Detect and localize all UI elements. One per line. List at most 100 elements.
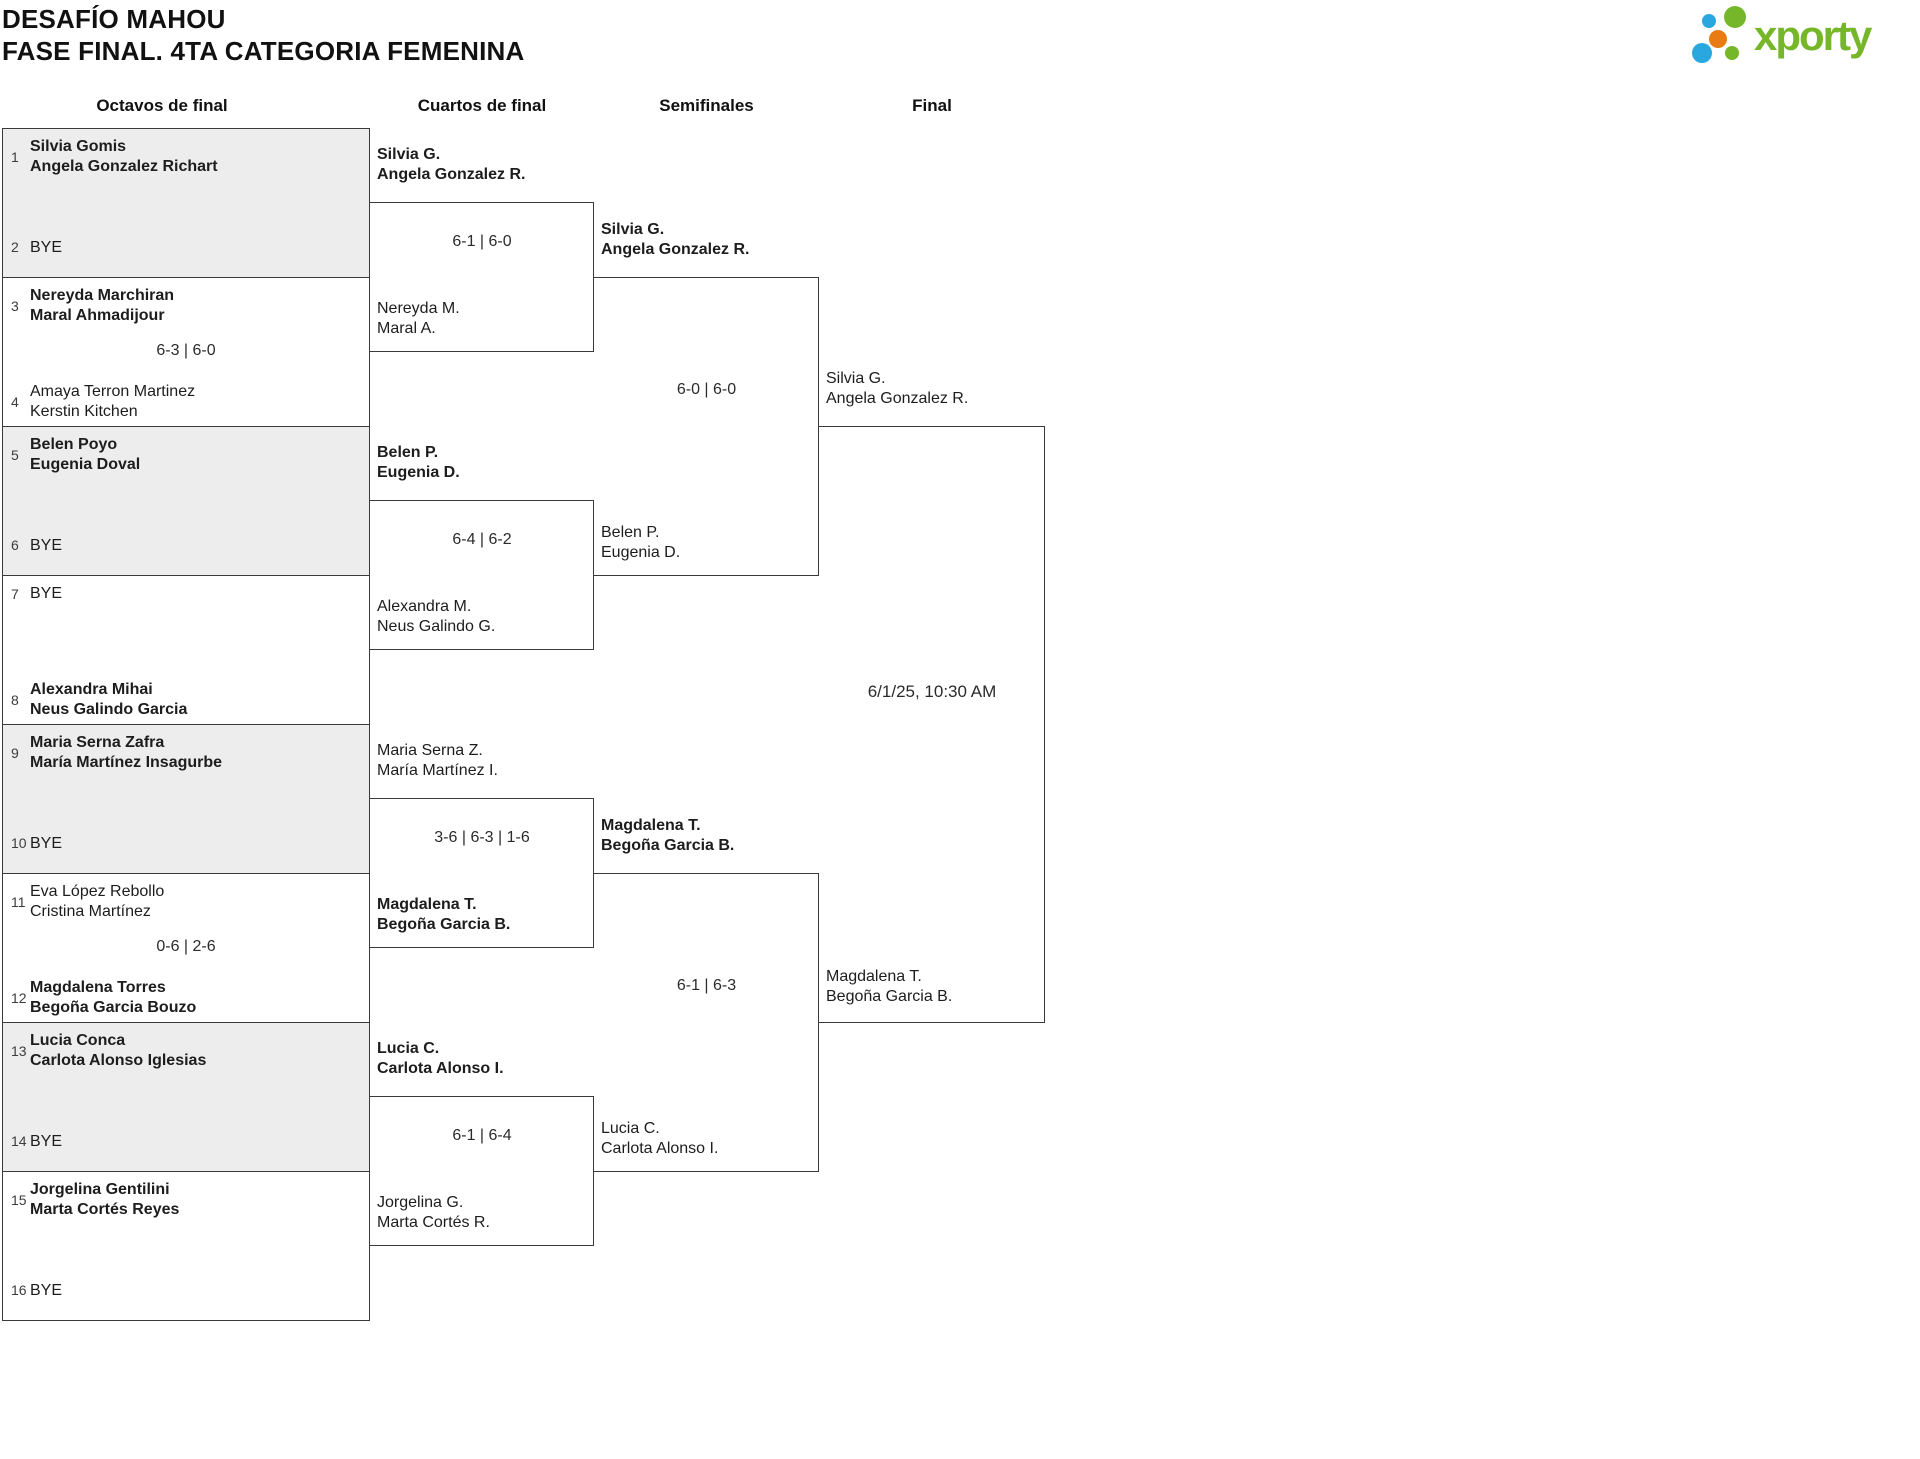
player-name: Amaya Terron Martinez [30, 383, 196, 400]
player-name: Cristina Martínez [30, 902, 151, 920]
team-names: Nereyda Marchiran Maral Ahmadijour [30, 286, 174, 325]
team-entry: 6 BYE [3, 536, 369, 556]
advancing-team: Lucia C. Carlota Alonso I. [601, 1119, 718, 1159]
player-name: Marta Cortés Reyes [30, 1200, 180, 1218]
match-score: 3-6 | 6-3 | 1-6 [434, 829, 530, 846]
team-names: Lucia Conca Carlota Alonso Iglesias [30, 1031, 206, 1070]
team-names: BYE [30, 536, 62, 556]
team-entry: 8 Alexandra Mihai Neus Galindo Garcia [3, 680, 369, 719]
player-name: Nereyda Marchiran [30, 287, 175, 304]
seed-number: 8 [11, 691, 19, 708]
team-entry: 13 Lucia Conca Carlota Alonso Iglesias [3, 1031, 369, 1070]
bye-label: BYE [30, 238, 63, 256]
cuartos-match-1-connector [370, 202, 594, 352]
phase-category: FASE FINAL. 4TA CATEGORIA FEMENINA [2, 36, 525, 66]
player-name: Jorgelina Gentilini [30, 1181, 170, 1198]
player-name: Magdalena Torres [30, 979, 166, 996]
advancing-team: Jorgelina G. Marta Cortés R. [377, 1193, 490, 1233]
seed-number: 10 [11, 835, 27, 852]
bye-label: BYE [30, 1132, 63, 1150]
team-names: Amaya Terron Martinez Kerstin Kitchen [30, 382, 195, 421]
player-name: Maria Serna Z. [377, 742, 483, 759]
player-name: Begoña Garcia Bouzo [30, 998, 197, 1016]
team-entry: 2 BYE [3, 238, 369, 258]
advancing-team: Lucia C. Carlota Alonso I. [377, 1039, 504, 1079]
team-entry: 11 Eva López Rebollo Cristina Martínez [3, 882, 369, 921]
seed-number: 12 [11, 989, 27, 1006]
player-name: Maral A. [377, 320, 436, 337]
advancing-team: Alexandra M. Neus Galindo G. [377, 597, 495, 637]
match-score: 6-1 | 6-0 [452, 233, 512, 250]
octavos-match-1: 1 Silvia Gomis Angela Gonzalez Richart 2… [2, 128, 370, 278]
finalist-team: Magdalena T. Begoña Garcia B. [826, 967, 952, 1007]
octavos-match-3: 5 Belen Poyo Eugenia Doval 6 BYE [2, 426, 370, 576]
seed-number: 14 [11, 1133, 27, 1150]
team-names: BYE [30, 1281, 62, 1301]
round-header-semifinales: Semifinales [659, 96, 754, 115]
player-name: Lucia C. [601, 1120, 660, 1137]
round-header-final: Final [912, 96, 952, 115]
advancing-team: Magdalena T. Begoña Garcia B. [601, 816, 734, 856]
octavos-match-6: 11 Eva López Rebollo Cristina Martínez 0… [2, 873, 370, 1023]
player-name: Magdalena T. [826, 968, 922, 985]
bye-label: BYE [30, 834, 63, 852]
player-name: Begoña Garcia B. [377, 916, 511, 933]
player-name: Kerstin Kitchen [30, 402, 138, 420]
player-name: Magdalena T. [601, 817, 701, 834]
bye-label: BYE [30, 585, 63, 602]
team-entry: 14 BYE [3, 1132, 369, 1152]
player-name: Silvia Gomis [30, 138, 127, 155]
seed-number: 6 [11, 537, 19, 554]
seed-number: 16 [11, 1282, 27, 1299]
cuartos-match-2-connector [370, 500, 594, 650]
player-name: Alexandra M. [377, 598, 472, 615]
team-entry: 3 Nereyda Marchiran Maral Ahmadijour [3, 286, 369, 325]
match-score: 0-6 | 2-6 [156, 938, 216, 955]
seed-number: 4 [11, 393, 19, 410]
player-name: Carlota Alonso I. [377, 1060, 504, 1077]
match-score: 6-1 | 6-3 [676, 977, 737, 994]
octavos-match-4: 7 BYE 8 Alexandra Mihai Neus Galindo Gar… [2, 575, 370, 725]
finalist-team: Silvia G. Angela Gonzalez R. [826, 369, 968, 409]
player-name: Magdalena T. [377, 896, 477, 913]
player-name: Lucia Conca [30, 1032, 126, 1049]
seed-number: 3 [11, 297, 19, 314]
player-name: Eugenia Doval [30, 455, 141, 473]
team-names: BYE [30, 584, 62, 604]
team-entry: 9 Maria Serna Zafra María Martínez Insag… [3, 733, 369, 772]
team-names: Alexandra Mihai Neus Galindo Garcia [30, 680, 187, 719]
octavos-match-7: 13 Lucia Conca Carlota Alonso Iglesias 1… [2, 1022, 370, 1172]
advancing-team: Nereyda M. Maral A. [377, 299, 460, 339]
seed-number: 15 [11, 1191, 27, 1208]
team-names: BYE [30, 238, 62, 258]
match-score: 6-3 | 6-0 [156, 342, 216, 359]
xporty-logo[interactable]: xporty [1668, 0, 1898, 72]
player-name: Maria Serna Zafra [30, 734, 165, 751]
advancing-team: Silvia G. Angela Gonzalez R. [601, 220, 749, 260]
team-names: Magdalena Torres Begoña Garcia Bouzo [30, 978, 196, 1017]
player-name: Belen P. [601, 524, 660, 541]
seed-number: 5 [11, 446, 19, 463]
advancing-team: Maria Serna Z. María Martínez I. [377, 741, 498, 781]
round-header-octavos: Octavos de final [96, 96, 228, 115]
advancing-team: Belen P. Eugenia D. [377, 443, 460, 483]
xporty-logo-icon [1692, 6, 1746, 63]
team-names: Belen Poyo Eugenia Doval [30, 435, 140, 474]
player-name: Maral Ahmadijour [30, 306, 165, 324]
player-name: Silvia G. [377, 146, 441, 163]
player-name: María Martínez Insagurbe [30, 753, 223, 771]
octavos-match-5: 9 Maria Serna Zafra María Martínez Insag… [2, 724, 370, 874]
final-match-datetime: 6/1/25, 10:30 AM [867, 682, 997, 701]
match-score: 6-4 | 6-2 [452, 531, 512, 548]
tournament-name: DESAFÍO MAHOU [2, 4, 226, 34]
player-name: Begoña Garcia B. [826, 988, 953, 1005]
player-name: María Martínez I. [377, 762, 498, 779]
player-name: Begoña Garcia B. [601, 837, 735, 854]
player-name: Angela Gonzalez R. [377, 166, 526, 183]
team-names: Jorgelina Gentilini Marta Cortés Reyes [30, 1180, 179, 1219]
player-name: Angela Gonzalez R. [601, 241, 750, 258]
team-entry: 12 Magdalena Torres Begoña Garcia Bouzo [3, 978, 369, 1017]
page-title: DESAFÍO MAHOU FASE FINAL. 4TA CATEGORIA … [2, 3, 524, 67]
octavos-match-2: 3 Nereyda Marchiran Maral Ahmadijour 6-3… [2, 277, 370, 427]
